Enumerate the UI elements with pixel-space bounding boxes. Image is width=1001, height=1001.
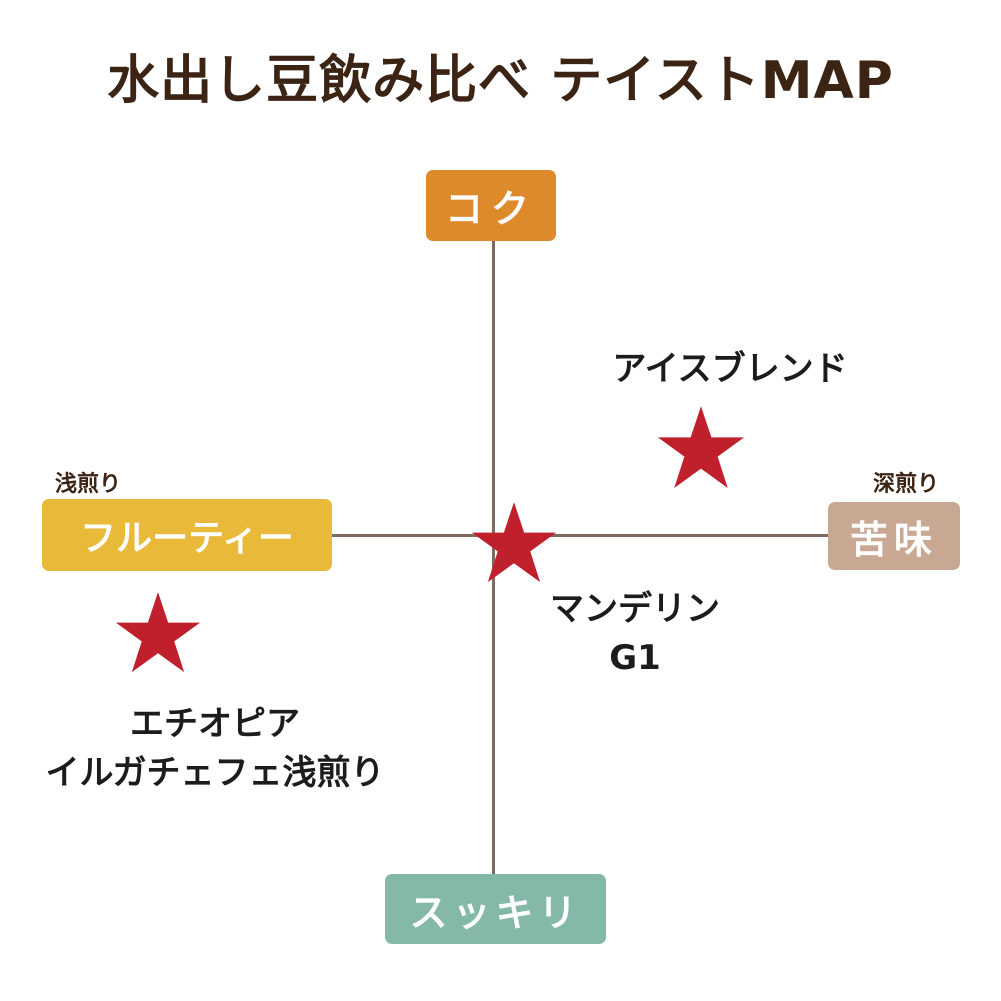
roast-light-label: 浅煎り [55, 472, 122, 497]
bean-label-mandheling: マンデリン G1 [525, 585, 745, 684]
star-icon [115, 592, 201, 673]
axis-label-clean: スッキリ [385, 874, 606, 944]
bean-label-line: エチオピア [130, 704, 300, 744]
star-icon [471, 502, 557, 583]
axis-label-fruity: フルーティー [42, 499, 332, 571]
page-title: 水出し豆飲み比べ テイストMAP [107, 51, 894, 111]
bean-label-line: マンデリン [550, 589, 720, 629]
roast-dark-label: 深煎り [873, 472, 940, 497]
bean-label-ethiopia: エチオピア イルガチェフェ浅煎り [10, 700, 420, 799]
axis-label-koku: コク [426, 170, 556, 241]
bean-label-line: G1 [609, 638, 661, 679]
axis-label-bitterness: 苦味 [828, 502, 960, 570]
horizontal-axis [330, 534, 832, 537]
bean-label-line: イルガチェフェ浅煎り [45, 753, 385, 794]
vertical-axis [492, 238, 495, 878]
bean-label-line: アイスブレンド [612, 349, 848, 389]
bean-label-ice-blend: アイスブレンド [580, 345, 880, 394]
star-icon [657, 406, 745, 489]
